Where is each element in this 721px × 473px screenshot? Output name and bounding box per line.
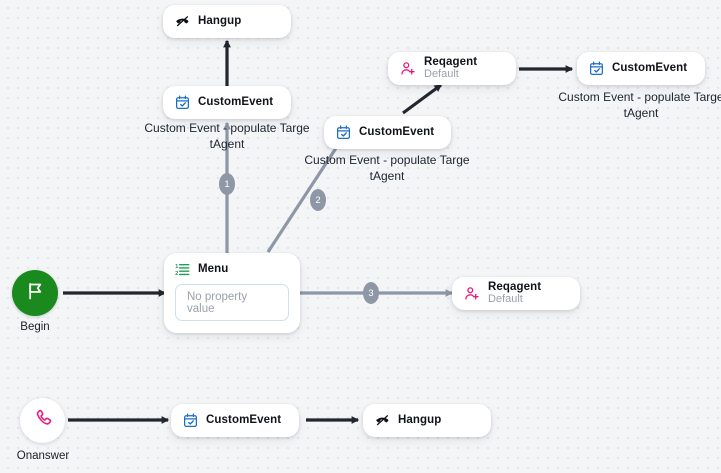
node-customevent-top[interactable]: CustomEvent — [163, 86, 291, 119]
node-customevent-mid[interactable]: CustomEvent — [324, 116, 451, 149]
node-reqagent-mid[interactable]: Reqagent Default — [452, 277, 580, 310]
badge-3[interactable]: 3 — [363, 282, 379, 304]
badge-number: 2 — [315, 194, 321, 206]
badge-2[interactable]: 2 — [310, 189, 326, 211]
node-subtitle: Default — [424, 68, 459, 81]
node-title: Menu — [198, 262, 229, 275]
calendar-check-icon — [175, 95, 190, 110]
node-begin[interactable] — [12, 270, 58, 316]
edge-menu-to-customevent-mid[interactable] — [266, 140, 342, 253]
person-add-icon — [464, 286, 480, 302]
flag-icon — [25, 281, 45, 306]
node-customevent-right[interactable]: CustomEvent — [577, 52, 705, 85]
svg-text:1: 1 — [175, 264, 179, 270]
edge-label-customevent-right: Custom Event - populate Targe tAgent — [558, 90, 721, 120]
hangup-icon — [175, 14, 190, 29]
node-title: CustomEvent — [359, 125, 435, 138]
node-title: Hangup — [198, 14, 242, 27]
calendar-check-icon — [336, 125, 351, 140]
edge-label-customevent-top: Custom Event - populate Targe tAgent — [144, 121, 310, 151]
person-add-icon — [400, 61, 416, 77]
svg-text:2: 2 — [175, 271, 178, 277]
node-onanswer[interactable] — [20, 398, 65, 443]
menu-property-field[interactable]: No property value — [175, 284, 289, 321]
node-title: Hangup — [398, 413, 442, 426]
ordered-list-icon: 1 2 — [175, 262, 190, 277]
badge-number: 3 — [368, 287, 374, 299]
node-menu[interactable]: 1 2 Menu No property value — [164, 253, 300, 333]
node-title: Reqagent — [488, 281, 542, 294]
node-title: CustomEvent — [612, 61, 688, 74]
menu-property-placeholder: No property value — [187, 290, 248, 315]
node-reqagent-top[interactable]: Reqagent Default — [388, 52, 516, 85]
node-title: Reqagent — [424, 56, 478, 69]
node-onanswer-label: Onanswer — [16, 450, 70, 462]
node-begin-label: Begin — [20, 321, 50, 333]
node-title: CustomEvent — [198, 95, 274, 108]
calendar-check-icon — [183, 413, 198, 428]
node-subtitle: Default — [488, 293, 523, 306]
badge-number: 1 — [224, 178, 230, 190]
node-customevent-bottom[interactable]: CustomEvent — [171, 404, 299, 437]
badge-1[interactable]: 1 — [219, 173, 235, 195]
node-hangup-bottom[interactable]: Hangup — [363, 404, 491, 437]
hangup-icon — [375, 413, 390, 428]
node-hangup-top[interactable]: Hangup — [163, 5, 291, 38]
edge-label-customevent-mid: Custom Event - populate Targe tAgent — [304, 153, 470, 183]
node-title: CustomEvent — [206, 413, 282, 426]
menu-node-header: 1 2 Menu — [175, 262, 289, 277]
phone-icon — [33, 408, 53, 433]
edge-customevent-mid-to-reqagent[interactable] — [402, 83, 442, 115]
calendar-check-icon — [589, 61, 604, 76]
